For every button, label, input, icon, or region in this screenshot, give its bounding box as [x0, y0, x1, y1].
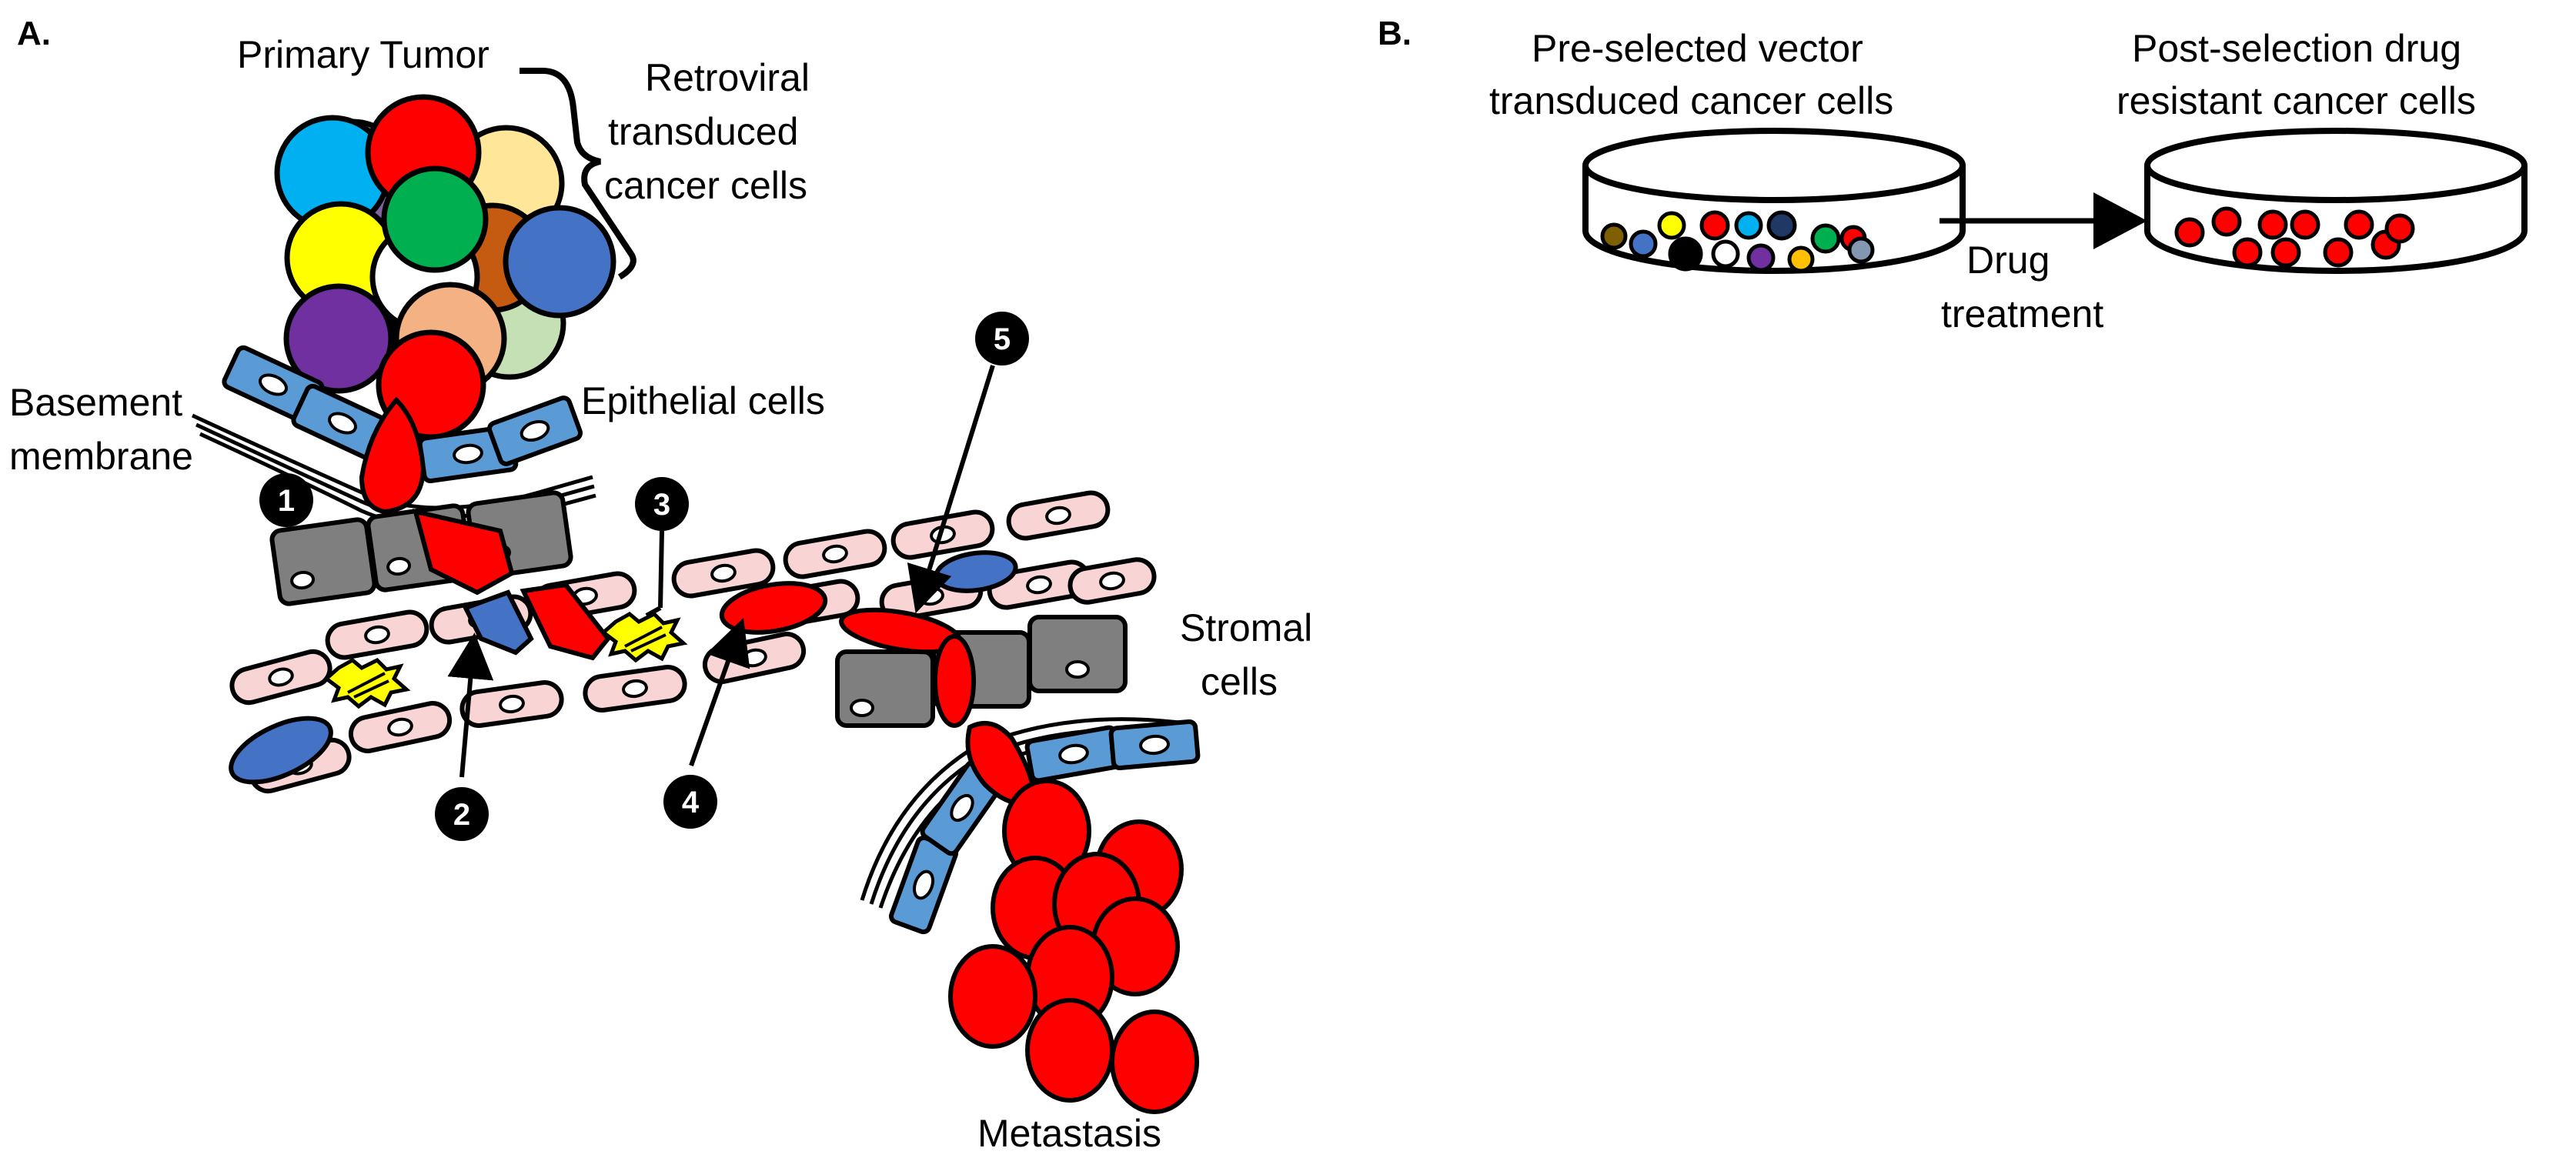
basement-membrane-label-line-2: membrane [9, 435, 193, 478]
post-selection-label-line-2: resistant cancer cells [2117, 79, 2476, 122]
dish-cell [1711, 239, 1740, 269]
panel-a-label: A. [17, 15, 51, 52]
dish-cell [1600, 222, 1628, 250]
retroviral-label-line-1: Retroviral [645, 56, 810, 99]
dish-cell [1699, 210, 1730, 241]
stromal-cells-upper [269, 490, 573, 606]
invading-cancer-cell [359, 396, 426, 515]
dish-cell [2270, 237, 2301, 268]
metastatic-cell [1025, 998, 1114, 1103]
stromal-cells-label-line-1: Stromal [1180, 606, 1312, 649]
dish-cell [1746, 243, 1776, 272]
panel-b: B. Pre-selected vector transduced cancer… [1378, 15, 2528, 335]
tumor-cell [283, 283, 394, 394]
drug-treatment-label-line-2: treatment [1941, 292, 2103, 335]
pre-selected-label-line-2: transduced cancer cells [1489, 79, 1893, 122]
basement-membrane-label-line-1: Basement [9, 381, 182, 424]
svg-text:5: 5 [994, 322, 1011, 356]
platelet-cluster-2 [600, 611, 688, 663]
epithelial-cells-label: Epithelial cells [581, 379, 825, 422]
retroviral-label-line-2: transduced [608, 110, 798, 153]
step-4-marker: 4 [663, 618, 750, 829]
dish-cell [1810, 223, 1841, 254]
step-markers: 1 2 3 4 5 [259, 312, 1029, 841]
svg-text:2: 2 [453, 798, 470, 832]
resistant-cells [2174, 206, 2415, 268]
panel-b-label: B. [1378, 15, 1412, 52]
dish-cell [2344, 209, 2374, 240]
dish-cell [1847, 236, 1875, 264]
pre-selected-label-line-1: Pre-selected vector [1532, 27, 1863, 70]
svg-text:3: 3 [653, 488, 670, 522]
metastatic-cell [1110, 1009, 1199, 1114]
platelet-cluster-1 [323, 657, 411, 709]
stromal-cell [269, 517, 377, 606]
metastasis-cluster [948, 779, 1199, 1114]
post-selection-label-line-1: Post-selection drug [2132, 27, 2461, 70]
dish-cell [2174, 217, 2205, 248]
extravasating-cancer-cell [933, 634, 976, 728]
cancer-cell-crossing-stroma [412, 508, 515, 596]
stromal-cell [835, 649, 935, 728]
primary-tumor [274, 94, 616, 440]
mixed-cells [1600, 210, 1875, 273]
step-1-marker: 1 [259, 473, 313, 527]
dish-cell [2290, 209, 2320, 240]
dish-cell [2232, 237, 2263, 268]
panel-a: A. Primary Tumor Retroviral transduced c… [9, 15, 1312, 1155]
dish-cell [1787, 245, 1815, 273]
tumor-cell [381, 165, 489, 273]
step-2-marker: 2 [435, 632, 494, 841]
stromal-cells-label-line-2: cells [1201, 660, 1278, 703]
stromal-cell [1027, 615, 1128, 693]
intravasating-cancer-cell [520, 582, 611, 661]
dish-cell [1657, 211, 1686, 240]
dish-cell [1734, 211, 1763, 240]
metastatic-cell [948, 944, 1037, 1049]
step-3-marker: 3 [635, 477, 689, 618]
dish-cell [1766, 210, 1797, 241]
tumor-brace [520, 68, 636, 280]
pre-selected-dish [1582, 128, 1966, 274]
dish-cell [1629, 229, 1658, 259]
dish-cell [2211, 206, 2242, 237]
retroviral-label-line-3: cancer cells [604, 164, 807, 207]
dish-cell [2323, 237, 2354, 268]
svg-text:1: 1 [278, 484, 295, 518]
dish-cell [1668, 236, 1703, 272]
immune-cell [229, 716, 333, 785]
epithelial-layer-lower [888, 719, 1201, 935]
post-selection-dish [2144, 128, 2528, 274]
drug-treatment-arrow [1940, 192, 2147, 249]
svg-text:4: 4 [682, 786, 700, 819]
step-5-marker: 5 [907, 312, 1029, 614]
metastasis-label: Metastasis [977, 1112, 1161, 1155]
drug-treatment-label-line-1: Drug [1966, 239, 2050, 282]
dish-cell [2384, 213, 2415, 244]
tumor-cell [503, 205, 616, 319]
dish-cell [2257, 209, 2288, 240]
primary-tumor-label: Primary Tumor [237, 33, 489, 76]
